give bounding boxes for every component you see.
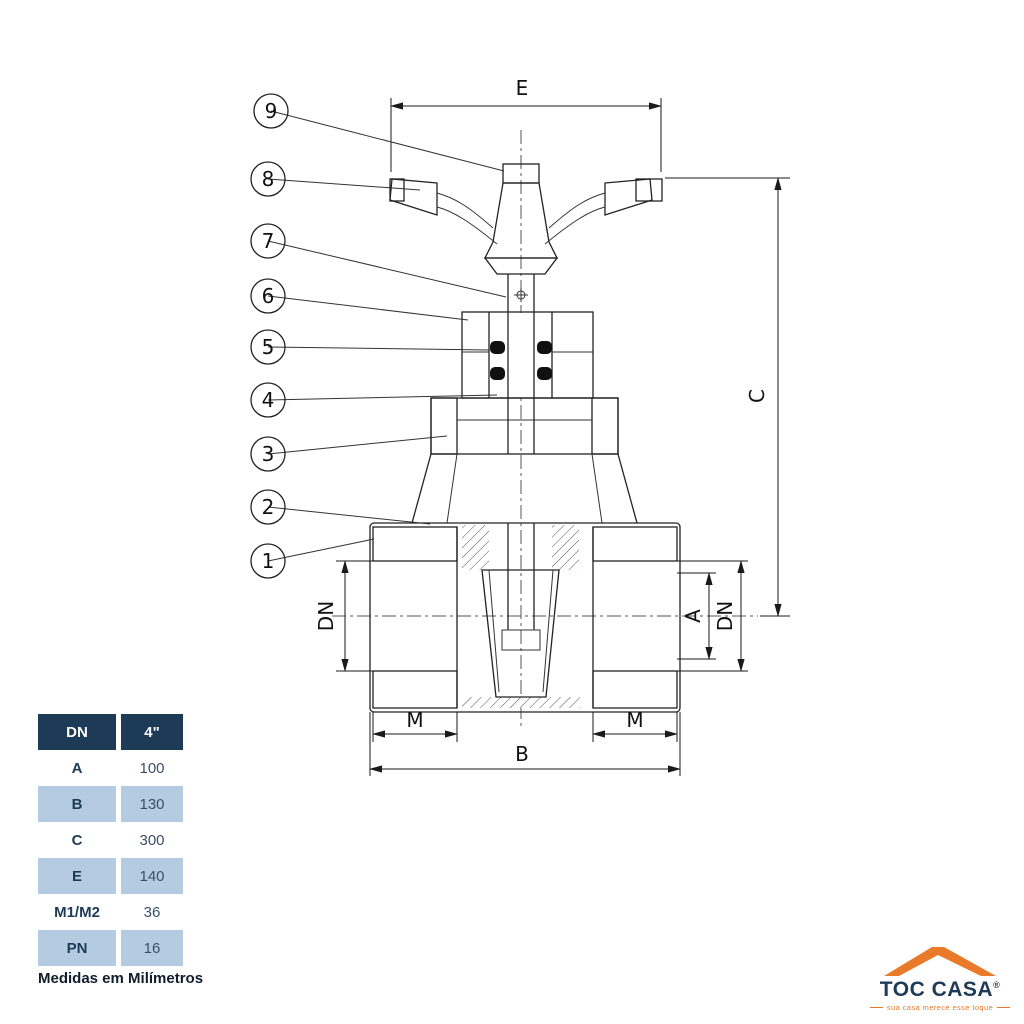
callout-7: 7 xyxy=(250,223,286,259)
svg-text:7: 7 xyxy=(262,229,275,253)
valve-stem xyxy=(507,274,535,312)
union-nut xyxy=(411,397,638,524)
dimension-m-right: M xyxy=(592,708,678,742)
brand-name: TOC CASA® xyxy=(870,979,1010,1000)
dim-label-dn-left: DN xyxy=(314,601,338,631)
svg-text:4: 4 xyxy=(262,388,275,412)
dimension-a: A xyxy=(677,572,716,660)
table-row-value: 16 xyxy=(121,930,183,966)
brand-text: TOC CASA xyxy=(879,978,994,1001)
table-row-label: PN xyxy=(38,930,116,966)
table-row-value: 300 xyxy=(139,831,165,849)
bonnet xyxy=(461,311,594,399)
callout-9: 9 xyxy=(253,93,289,129)
dimension-c: C xyxy=(665,177,790,617)
table-row-label: A xyxy=(71,759,83,777)
dim-label-c: C xyxy=(745,389,769,403)
roof-icon xyxy=(884,947,996,976)
svg-text:3: 3 xyxy=(262,442,275,466)
handwheel xyxy=(389,163,663,275)
dim-label-m-right: M xyxy=(626,708,643,732)
svg-text:5: 5 xyxy=(262,335,275,359)
brand-tagline: sua casa merece esse toque xyxy=(886,1003,994,1012)
dim-label-dn-right: DN xyxy=(713,601,737,631)
table-header-size: 4" xyxy=(121,714,183,750)
callout-8: 8 xyxy=(250,161,286,197)
svg-text:9: 9 xyxy=(265,99,278,123)
svg-text:6: 6 xyxy=(262,284,275,308)
svg-text:2: 2 xyxy=(262,495,275,519)
table-row: M1/M2 36 xyxy=(38,894,188,930)
callout-4: 4 xyxy=(250,382,286,418)
table-row-label: B xyxy=(38,786,116,822)
table-row: E 140 xyxy=(38,858,188,894)
dim-label-e: E xyxy=(516,76,529,100)
callout-1: 1 xyxy=(250,543,286,579)
o-rings xyxy=(490,341,552,380)
table-row: A 100 xyxy=(38,750,188,786)
table-row: PN 16 xyxy=(38,930,188,966)
table-header-dn: DN xyxy=(38,714,116,750)
table-row-value: 36 xyxy=(143,903,161,921)
table-row-value: 130 xyxy=(121,786,183,822)
valve-body xyxy=(369,522,681,713)
table-row-value: 140 xyxy=(121,858,183,894)
toc-casa-logo: TOC CASA® sua casa merece esse toque xyxy=(870,944,1011,1012)
tagline-rule-left xyxy=(870,1007,883,1008)
callouts: 9 8 7 6 5 4 3 2 xyxy=(250,93,289,579)
dim-label-a: A xyxy=(681,609,705,623)
callout-3: 3 xyxy=(250,436,286,472)
callout-2: 2 xyxy=(250,489,286,525)
svg-text:1: 1 xyxy=(262,549,275,573)
dimension-b: B xyxy=(369,712,681,776)
table-row: B 130 xyxy=(38,786,188,822)
dimension-dn-left: DN xyxy=(314,560,373,672)
callout-leaders xyxy=(267,110,507,562)
tagline-rule-right xyxy=(997,1007,1011,1008)
tagline-row: sua casa merece esse toque xyxy=(870,1003,1011,1012)
svg-text:8: 8 xyxy=(262,167,275,191)
callout-5: 5 xyxy=(250,329,286,365)
dim-label-b: B xyxy=(515,742,529,766)
table-row-label: E xyxy=(38,858,116,894)
dimension-e: E xyxy=(390,76,662,172)
table-row-label: M1/M2 xyxy=(54,903,100,921)
registered-mark: ® xyxy=(993,980,1001,990)
centerlines xyxy=(332,130,758,726)
table-row-value: 100 xyxy=(139,759,165,777)
table-header-row: DN 4" xyxy=(38,714,188,750)
units-note: Medidas em Milímetros xyxy=(38,970,204,987)
dimension-m-left: M xyxy=(372,708,458,742)
table-row: C 300 xyxy=(38,822,188,858)
callout-6: 6 xyxy=(250,278,286,314)
dimensions-table: DN 4" A 100 B 130 C 300 E 140 M1/M2 36 P… xyxy=(38,714,188,966)
dimension-dn-right: DN xyxy=(677,560,748,672)
dim-label-m-left: M xyxy=(406,708,423,732)
table-row-label: C xyxy=(71,831,83,849)
gate-wedge xyxy=(481,569,560,698)
